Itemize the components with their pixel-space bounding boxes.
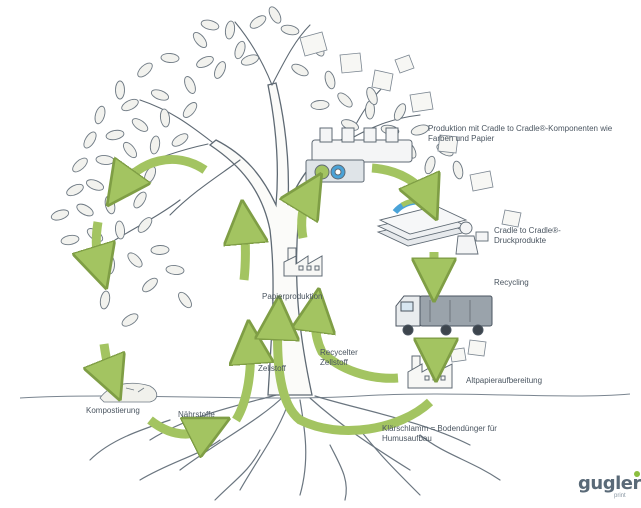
leaf (103, 195, 116, 215)
paper-stack-icon (378, 201, 466, 247)
leaf (85, 178, 105, 193)
arrow-leaves (120, 160, 205, 188)
leaf (181, 100, 199, 120)
leaf (170, 131, 190, 149)
leaf (182, 75, 197, 95)
leaf (212, 60, 228, 80)
leaf (131, 190, 148, 210)
leaf (311, 100, 329, 110)
label-kompostierung: Kompostierung (86, 406, 140, 416)
label-papierproduktion: Papierproduktion (262, 292, 322, 302)
leaf (116, 81, 125, 99)
leaf (423, 155, 437, 175)
arrow-compost-naehrstoffe (150, 420, 210, 434)
factory-icon (284, 248, 322, 276)
leaf (149, 135, 161, 154)
label-produktion: Produktion mit Cradle to Cradle®-Kompone… (428, 124, 618, 144)
leaf (176, 290, 194, 310)
leaf (200, 18, 220, 31)
label-recycling: Recycling (494, 278, 529, 288)
leaf (75, 202, 95, 219)
leaf (130, 116, 150, 134)
leaf (120, 311, 140, 328)
label-naehrstoffe: Nährstoffe (178, 410, 215, 420)
leaf (96, 155, 115, 166)
leaf (392, 102, 408, 122)
leaf (191, 30, 209, 50)
leaf (248, 13, 268, 31)
leaf (125, 250, 144, 269)
leaf (280, 24, 299, 37)
compost-icon (100, 383, 157, 402)
leaf (166, 265, 185, 276)
leaf (135, 61, 154, 80)
reader-figure (456, 222, 488, 254)
leaf (50, 208, 70, 222)
leaf (60, 234, 79, 246)
label-zellstoff: Zellstoff (258, 364, 286, 374)
gugler-logo: gugler print (578, 473, 641, 494)
logo-wordmark: gugler (578, 473, 641, 494)
leaf (224, 20, 235, 39)
label-recycelter-zellstoff: Recycelter Zellstoff (320, 348, 380, 368)
leaf (70, 156, 89, 175)
leaf (151, 245, 169, 255)
leaf (99, 290, 111, 309)
label-altpapier: Altpapieraufbereitung (466, 376, 542, 386)
arrow-recycled-pulp (315, 310, 398, 378)
arrow-trunk-up (244, 222, 246, 280)
truck-icon (396, 296, 492, 335)
recycling-factory-icon (408, 356, 452, 388)
leaf (323, 70, 336, 90)
arrow-fall-1 (96, 222, 100, 268)
arrow-naehrstoffe-up (236, 342, 250, 420)
leaf (195, 54, 215, 70)
leaf (159, 109, 170, 128)
arrow-fall-2 (104, 344, 112, 380)
label-druckprodukte: Cradle to Cradle®-Druckprodukte (494, 226, 604, 246)
leaf (120, 97, 140, 113)
leaf (105, 256, 115, 274)
leaf (267, 5, 284, 25)
leaf (150, 88, 170, 103)
leaf (410, 123, 430, 137)
leaf (121, 140, 139, 160)
leaf (290, 62, 310, 78)
leaf (452, 160, 465, 180)
label-klaerschlamm: Klärschlamm = Bodendünger für Humusaufba… (382, 424, 512, 444)
arrow-machine-stack (372, 168, 428, 200)
leaf (140, 276, 159, 295)
leaf (115, 221, 126, 240)
leaf (93, 105, 107, 125)
leaf (161, 53, 180, 63)
leaf (335, 91, 354, 110)
leaf (65, 182, 85, 198)
leaf (105, 129, 124, 141)
arrow-factory-machine (302, 192, 310, 238)
leaf (81, 130, 98, 150)
logo-subtext: print (614, 493, 626, 499)
